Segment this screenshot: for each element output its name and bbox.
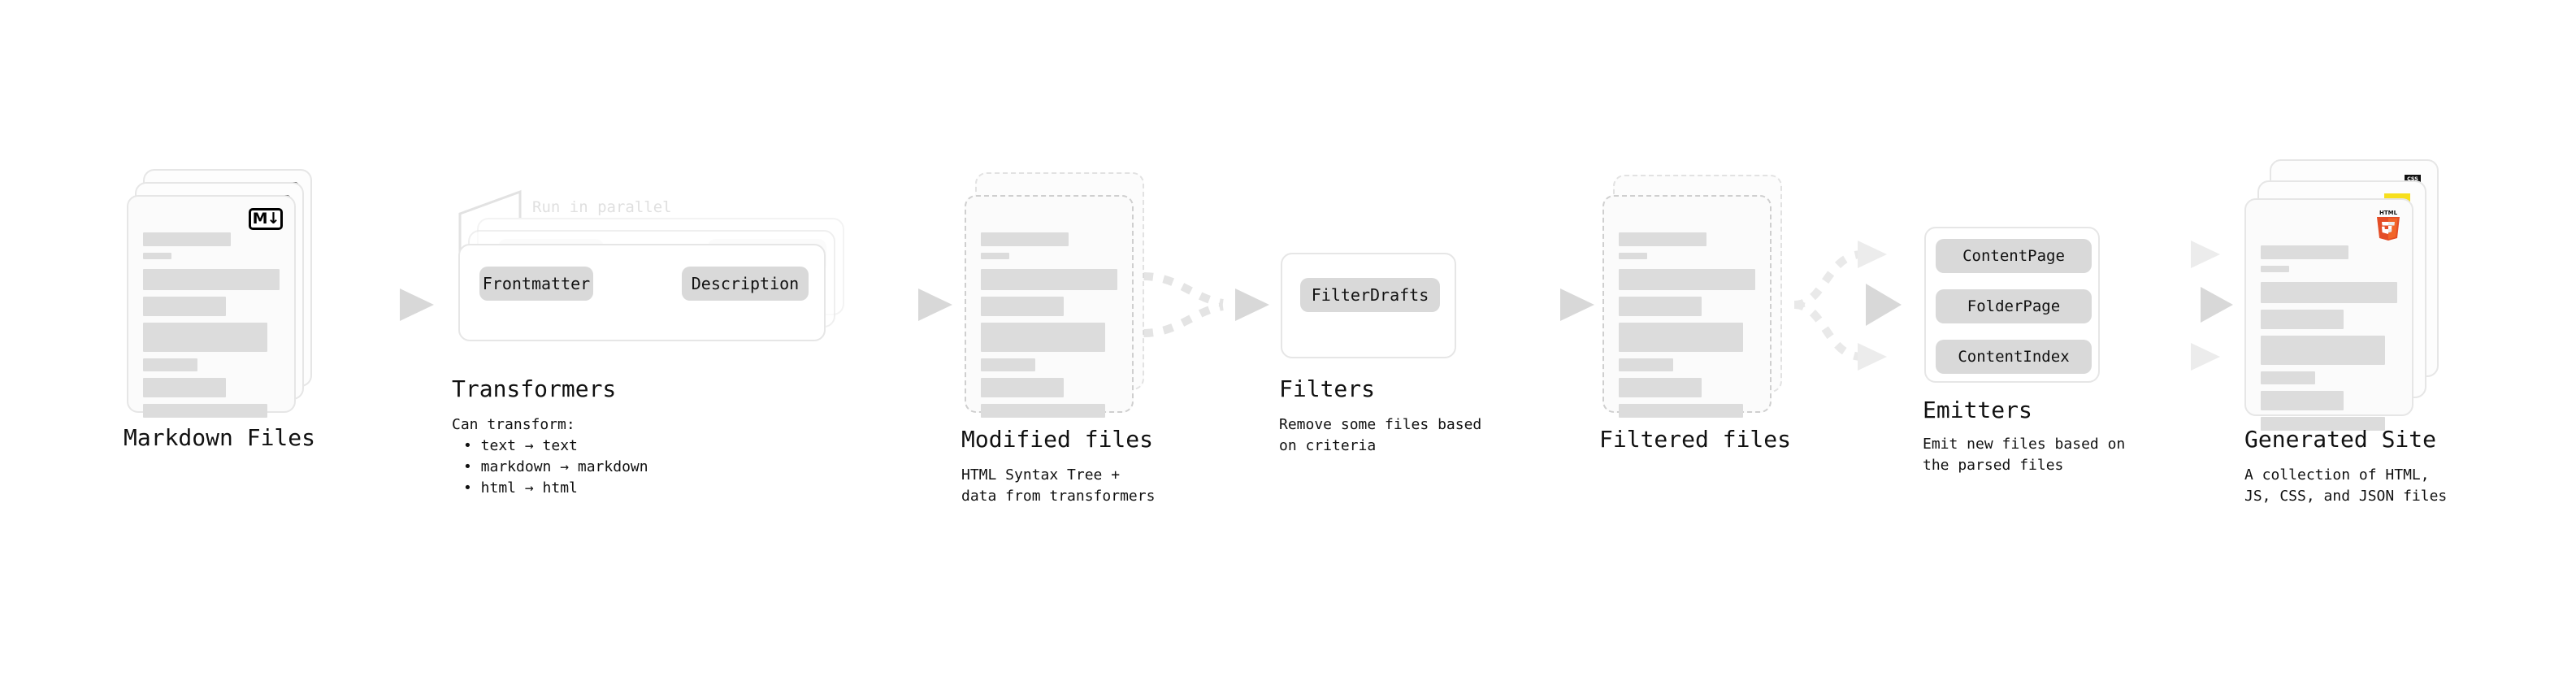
chip-folderpage[interactable]: FolderPage [1936,289,2092,323]
site-card-html: HTML [2244,198,2413,431]
placeholder-lines [981,232,1117,418]
page-title-emitters: Emitters [1923,397,2032,423]
page-title-filtered-files: Filtered files [1599,426,1792,453]
transformers-box-front: Frontmatter Description [458,244,826,341]
arrow-emitters-to-site [2113,241,2233,371]
page-title-markdown-files: Markdown Files [124,424,316,451]
transformers-bullet-1: • markdown → markdown [463,458,648,475]
page-title-filters: Filters [1279,375,1376,402]
arrow-markdown-to-transformers [307,288,434,321]
svg-text:CSS: CSS [2407,176,2418,182]
run-in-parallel-label: Run in parallel [532,198,672,216]
modified-card-front [965,195,1134,418]
arrow-filtered-to-emitters [1780,241,1902,371]
filters-box: FilterDrafts [1281,253,1456,358]
placeholder-lines [2261,245,2397,431]
svg-text:HTML: HTML [2379,210,2398,216]
emitters-box: ContentPage FolderPage ContentIndex [1924,227,2100,383]
placeholder-lines [1619,232,1755,418]
markdown-logo-icon: M↓ [249,208,283,230]
transformers-bullet-0: • text → text [463,437,578,454]
chip-frontmatter[interactable]: Frontmatter [479,267,593,301]
transformers-bullet-2: • html → html [463,479,578,497]
page-title-modified-files: Modified files [961,426,1154,453]
chip-contentpage[interactable]: ContentPage [1936,239,2092,273]
arrow-filters-to-filtered [1471,288,1594,321]
filters-subtitle: Remove some files based on criteria [1279,416,1482,455]
arrow-transformers-to-modified [831,288,952,321]
chip-description[interactable]: Description [682,267,809,301]
placeholder-lines [143,232,280,418]
html5-logo-icon: HTML [2374,208,2402,244]
run-in-parallel-bracket [458,189,522,252]
filtered-card-front [1602,195,1772,418]
modified-files-subtitle: HTML Syntax Tree + data from transformer… [961,466,1156,505]
page-title-generated-site: Generated Site [2244,426,2437,453]
generated-site-subtitle: A collection of HTML, JS, CSS, and JSON … [2244,466,2448,505]
emitters-subtitle: Emit new files based on the parsed files [1923,436,2126,475]
markdown-card-front: M↓ [127,195,296,418]
page-title-transformers: Transformers [452,375,617,402]
arrow-modified-to-filters [1142,272,1269,337]
chip-contentindex[interactable]: ContentIndex [1936,340,2092,374]
chip-filterdrafts[interactable]: FilterDrafts [1300,278,1440,312]
transformers-subtitle: Can transform: [452,416,575,433]
